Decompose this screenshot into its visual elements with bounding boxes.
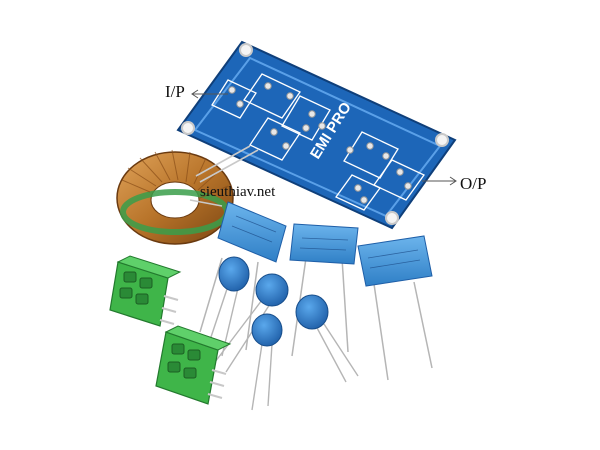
x2-capacitor-3 (357, 235, 433, 381)
x2-capacitor-1 (199, 201, 287, 351)
terminal-block-2 (155, 325, 232, 405)
x2-capacitor-2 (289, 223, 359, 357)
varistor-3 (251, 313, 283, 411)
terminal-block-1 (109, 255, 182, 327)
output-label: O/P (460, 174, 487, 193)
watermark-text: sieuthiav.net (200, 184, 276, 200)
varistor-4 (295, 294, 359, 383)
emi-filter-pcb: EMI PRO (176, 40, 457, 230)
io-pointer-arrows (191, 89, 457, 186)
input-label: I/P (165, 82, 185, 101)
